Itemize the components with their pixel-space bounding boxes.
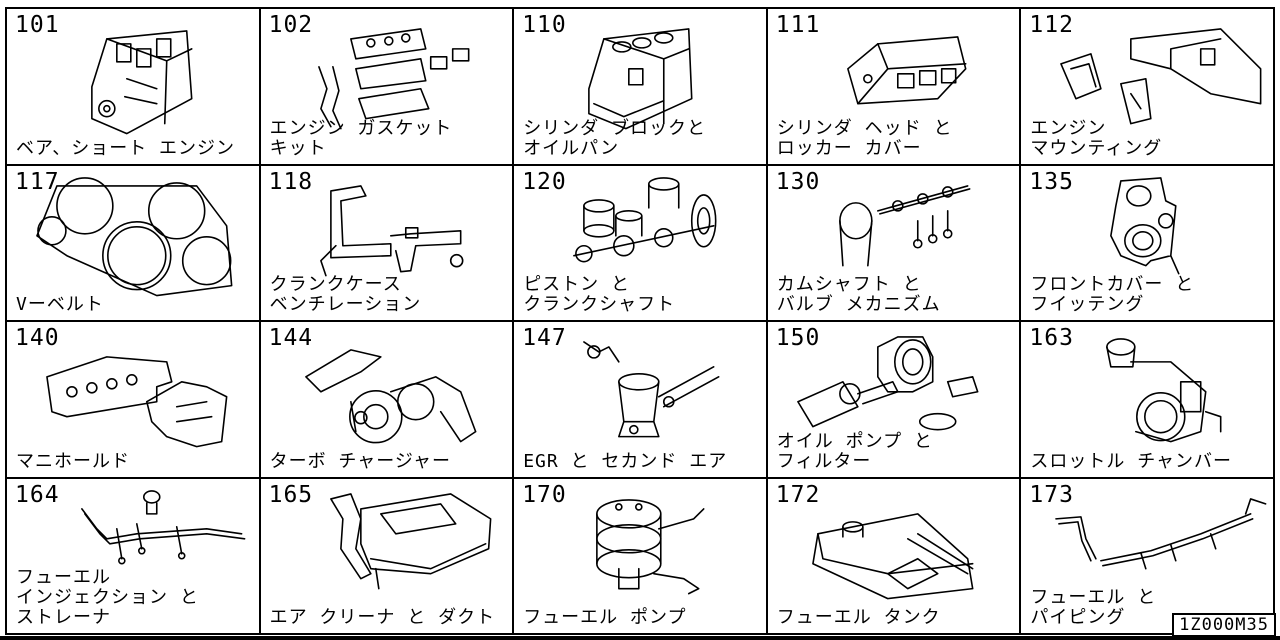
part-group-label: ターボ チャージャー bbox=[269, 450, 451, 472]
catalog-cell-164[interactable]: 164 フューエル インジェクション と ストレーナ bbox=[7, 478, 261, 635]
part-group-label: シリンダ ヘッド と ロッカー カバー bbox=[776, 117, 953, 159]
parts-catalog-grid: 101 ベア、ショート エンジン 102 エンジン ガスケット キット 110 シリンダ … bbox=[5, 7, 1275, 635]
part-group-label: フューエル と パイピング bbox=[1030, 587, 1157, 628]
manifold-icon bbox=[46, 356, 228, 448]
part-group-code: 165 bbox=[268, 481, 314, 508]
part-group-label: Vーベルト bbox=[16, 294, 104, 315]
part-group-code: 164 bbox=[15, 481, 60, 508]
part-group-code: 144 bbox=[268, 325, 314, 351]
catalog-cell-135[interactable]: 135 フロントカバー と フイッテング bbox=[1021, 165, 1275, 322]
turbocharger-icon bbox=[304, 349, 477, 444]
part-group-code: 120 bbox=[522, 168, 567, 195]
part-group-code: 101 bbox=[15, 12, 60, 38]
catalog-cell-163[interactable]: 163 スロットル チャンバー bbox=[1021, 322, 1275, 479]
part-group-label: エンジン マウンティング bbox=[1030, 117, 1163, 159]
catalog-cell-144[interactable]: 144 ターボ チャージャー bbox=[260, 322, 515, 479]
piston-crankshaft-icon bbox=[573, 176, 717, 262]
part-group-code: 130 bbox=[775, 168, 821, 195]
bottom-rule bbox=[0, 636, 1280, 640]
oil-pump-filter-icon bbox=[796, 336, 979, 431]
egr-valve-icon bbox=[583, 341, 720, 438]
front-cover-icon bbox=[1110, 176, 1180, 274]
catalog-cell-173[interactable]: 173 フューエル と パイピング bbox=[1021, 478, 1275, 635]
catalog-cell-165[interactable]: 165 エア クリーナ と ダクト bbox=[260, 478, 515, 635]
cylinder-head-icon bbox=[846, 36, 967, 105]
part-group-code: 135 bbox=[1029, 168, 1074, 195]
part-group-label: EGR と セカンド エア bbox=[523, 450, 728, 472]
part-group-label: フューエル ポンプ bbox=[523, 607, 687, 628]
diagram-reference-code: 1Z000M35 bbox=[1172, 613, 1276, 637]
catalog-cell-118[interactable]: 118 クランクケース ベンチレーション bbox=[260, 165, 515, 322]
part-group-label: クランクケース ベンチレーション bbox=[269, 274, 422, 315]
short-engine-icon bbox=[91, 30, 193, 135]
part-group-code: 112 bbox=[1029, 12, 1074, 38]
part-group-code: 172 bbox=[775, 481, 821, 508]
part-group-code: 140 bbox=[15, 325, 60, 351]
catalog-cell-101[interactable]: 101 ベア、ショート エンジン bbox=[7, 9, 261, 166]
part-group-label: ピストン と クランクシャフト bbox=[523, 274, 676, 315]
part-group-label: シリンダ ブロックと オイルパン bbox=[523, 117, 707, 159]
fuel-injection-icon bbox=[81, 489, 246, 565]
part-group-label: スロットル チャンバー bbox=[1030, 450, 1233, 472]
v-belt-icon bbox=[36, 176, 233, 296]
part-group-label: エンジン ガスケット キット bbox=[269, 117, 453, 159]
part-group-code: 111 bbox=[775, 12, 821, 38]
part-group-code: 150 bbox=[775, 325, 821, 351]
part-group-code: 163 bbox=[1029, 325, 1074, 351]
catalog-cell-172[interactable]: 172 フューエル タンク bbox=[767, 478, 1022, 635]
fuel-tank-icon bbox=[811, 512, 974, 599]
part-group-code: 170 bbox=[522, 481, 567, 508]
part-group-code: 110 bbox=[522, 12, 567, 38]
catalog-cell-130[interactable]: 130 カムシャフト と バルブ メカニズム bbox=[767, 165, 1022, 322]
catalog-cell-112[interactable]: 112 エンジン マウンティング bbox=[1021, 9, 1275, 166]
engine-mount-icon bbox=[1060, 28, 1262, 125]
part-group-label: マニホールド bbox=[16, 450, 130, 472]
part-group-label: フューエル インジェクション と ストレーナ bbox=[16, 567, 199, 628]
part-group-label: フロントカバー と フイッテング bbox=[1030, 274, 1195, 315]
catalog-cell-140[interactable]: 140 マニホールド bbox=[7, 322, 261, 479]
fuel-piping-icon bbox=[1055, 497, 1267, 570]
air-cleaner-icon bbox=[329, 492, 492, 589]
part-group-code: 102 bbox=[268, 12, 314, 38]
camshaft-valve-icon bbox=[838, 184, 971, 266]
catalog-cell-170[interactable]: 170 フューエル ポンプ bbox=[514, 478, 768, 635]
gasket-kit-icon bbox=[317, 28, 470, 130]
catalog-cell-110[interactable]: 110 シリンダ ブロックと オイルパン bbox=[514, 9, 768, 166]
part-group-code: 147 bbox=[522, 325, 567, 351]
part-group-code: 173 bbox=[1029, 481, 1074, 508]
part-group-label: エア クリーナ と ダクト bbox=[269, 607, 496, 628]
catalog-cell-150[interactable]: 150 オイル ポンプ と フィルター bbox=[767, 322, 1022, 479]
part-group-label: フューエル タンク bbox=[776, 607, 941, 628]
part-group-label: ベア、ショート エンジン bbox=[16, 137, 236, 159]
part-group-code: 118 bbox=[268, 168, 314, 195]
part-group-label: オイル ポンプ と フィルター bbox=[776, 430, 933, 472]
cylinder-block-icon bbox=[588, 28, 693, 130]
catalog-cell-111[interactable]: 111 シリンダ ヘッド と ロッカー カバー bbox=[767, 9, 1022, 166]
throttle-chamber-icon bbox=[1106, 338, 1222, 443]
part-group-label: カムシャフト と バルブ メカニズム bbox=[776, 274, 941, 315]
fuel-pump-icon bbox=[596, 498, 705, 594]
crankcase-ventilation-icon bbox=[319, 184, 464, 276]
catalog-cell-120[interactable]: 120 ピストン と クランクシャフト bbox=[514, 165, 768, 322]
catalog-cell-102[interactable]: 102 エンジン ガスケット キット bbox=[260, 9, 515, 166]
part-group-code: 117 bbox=[15, 168, 60, 195]
